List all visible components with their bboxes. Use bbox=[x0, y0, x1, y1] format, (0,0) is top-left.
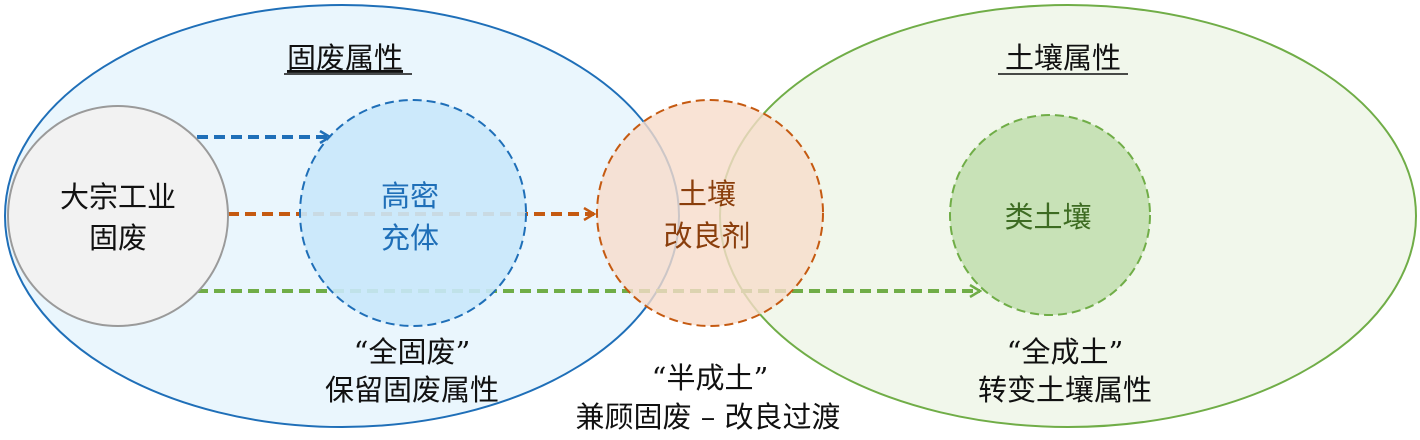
soil-like-label: 类土壤 bbox=[1004, 200, 1091, 234]
dense-fill-node bbox=[299, 99, 527, 327]
solid-waste-title: 固废属性 bbox=[287, 41, 403, 75]
dense-fill-label-2: 充体 bbox=[381, 221, 439, 255]
left-caption-1: “全固废” bbox=[354, 335, 471, 369]
amendment-label-2: 改良剂 bbox=[663, 219, 750, 253]
amendment-label-1: 土壤 bbox=[678, 177, 736, 211]
soil-title: 土壤属性 bbox=[1005, 41, 1121, 75]
soil-like-node bbox=[949, 114, 1151, 316]
source-label-1: 大宗工业 bbox=[60, 180, 176, 214]
source-label-2: 固废 bbox=[89, 221, 147, 255]
right-caption-1: “全成土” bbox=[1007, 335, 1124, 369]
middle-caption-1: “半成土” bbox=[652, 361, 769, 395]
amendment-node bbox=[596, 99, 824, 327]
left-caption-2: 保留固废属性 bbox=[325, 373, 499, 407]
source-node bbox=[7, 105, 229, 327]
middle-caption-2: 兼顾固废 – 改良过渡 bbox=[576, 400, 841, 434]
right-caption-2: 转变土壤属性 bbox=[978, 373, 1152, 407]
dense-fill-label-1: 高密 bbox=[381, 179, 439, 213]
